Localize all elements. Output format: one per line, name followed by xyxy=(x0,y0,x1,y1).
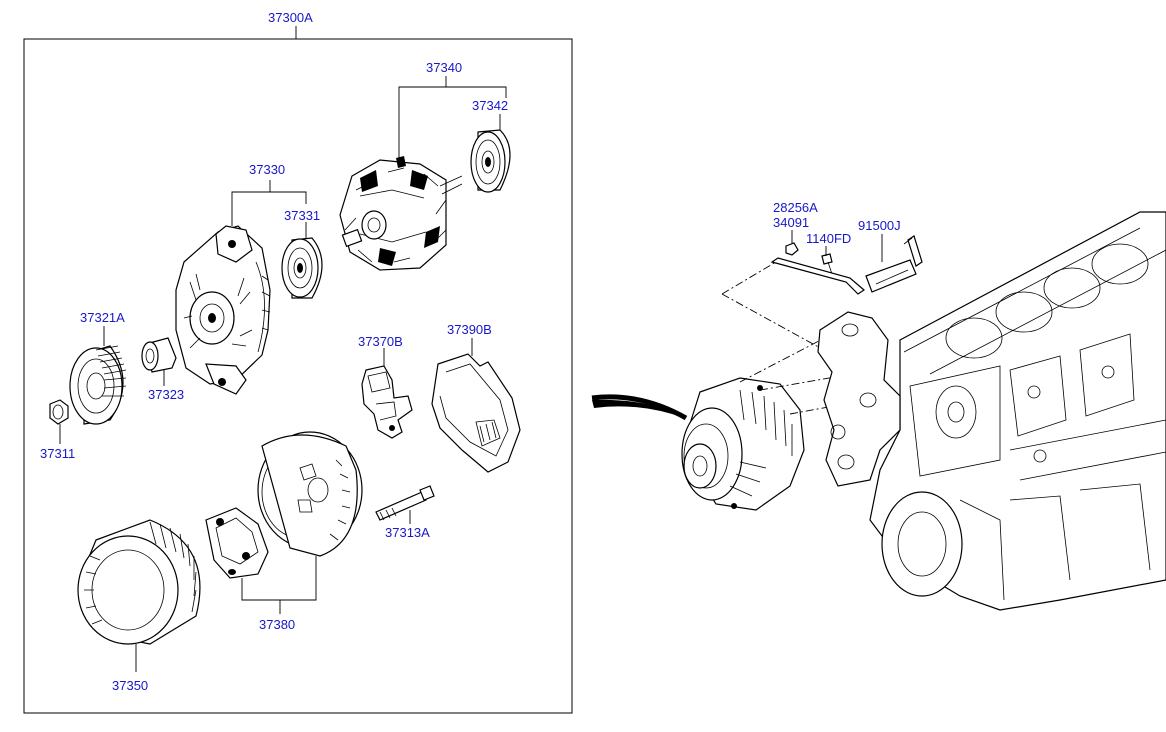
label-part-37323[interactable]: 37323 xyxy=(148,387,184,402)
rear-bearing-drawing xyxy=(470,129,511,193)
label-group-37300A[interactable]: 37300A xyxy=(268,10,313,25)
label-part-37331[interactable]: 37331 xyxy=(284,208,320,223)
label-part-37313A[interactable]: 37313A xyxy=(385,525,430,540)
mount-line-alt-side xyxy=(739,329,841,383)
label-mount-28256A[interactable]: 28256A xyxy=(773,200,818,215)
label-part-37330[interactable]: 37330 xyxy=(249,162,285,177)
label-part-37380[interactable]: 37380 xyxy=(259,617,295,632)
label-part-37342[interactable]: 37342 xyxy=(472,98,508,113)
label-part-37390B[interactable]: 37390B xyxy=(447,322,492,337)
mount-line-top xyxy=(721,261,777,295)
regulator-drawing xyxy=(361,365,413,439)
label-mount-34091[interactable]: 34091 xyxy=(773,215,809,230)
label-part-37350[interactable]: 37350 xyxy=(112,678,148,693)
label-part-37321A[interactable]: 37321A xyxy=(80,310,125,325)
front-bearing-drawing xyxy=(281,237,323,299)
spacer-drawing xyxy=(141,337,177,373)
mount-nut-drawing xyxy=(785,242,799,256)
wiring-harness-drawing xyxy=(770,235,923,295)
label-mount-91500J[interactable]: 91500J xyxy=(858,218,901,233)
rotor-drawing xyxy=(339,156,463,271)
rear-cover-drawing xyxy=(431,353,521,473)
stator-drawing xyxy=(77,519,201,645)
pointer-arrow-stroke xyxy=(591,394,688,421)
engine-bracket-drawing xyxy=(817,311,901,487)
pulley-drawing xyxy=(69,345,127,425)
label-part-37340[interactable]: 37340 xyxy=(426,60,462,75)
mount-bolt-drawing xyxy=(821,253,833,275)
pointer-arrow xyxy=(592,399,684,418)
front-bracket-leader-line xyxy=(231,191,307,226)
rectifier-drawing xyxy=(205,507,269,579)
rear-bracket-leader-line xyxy=(241,556,317,601)
engine-block-drawing xyxy=(869,211,1166,611)
nut-drawing xyxy=(49,399,69,425)
front-bracket-drawing xyxy=(175,225,271,395)
rotor-leader-line xyxy=(398,86,507,160)
label-part-37311[interactable]: 37311 xyxy=(40,446,75,461)
alternator-assembly-drawing xyxy=(681,377,805,511)
through-bolt-drawing xyxy=(375,485,435,521)
exploded-view-frame xyxy=(23,38,573,714)
rear-bracket-drawing xyxy=(257,431,363,557)
label-part-37370B[interactable]: 37370B xyxy=(358,334,403,349)
label-mount-1140FD[interactable]: 1140FD xyxy=(806,231,851,246)
